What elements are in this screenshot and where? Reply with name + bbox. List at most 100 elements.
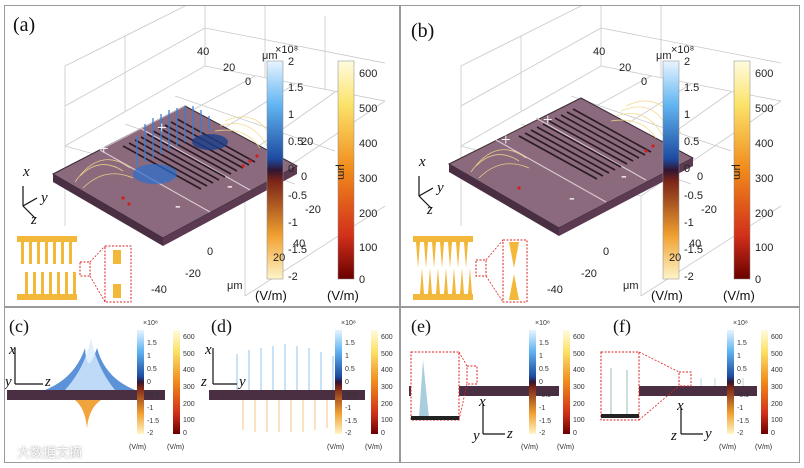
colorbar-tick: 0.5: [288, 136, 304, 148]
colorbar-tick: 0: [288, 163, 295, 175]
colorbar-exponent: ×10⁸: [275, 44, 299, 56]
colorbar-tick: -1.5: [147, 418, 160, 425]
colorbar-tick: 1: [345, 353, 349, 360]
axis-label-x: x: [205, 342, 212, 358]
colorbar-tick: 0: [345, 379, 349, 386]
unit-um: μm: [730, 164, 743, 180]
minus-sign: -: [227, 176, 233, 195]
colorbar-tick: 1.5: [684, 82, 700, 94]
colorbar-tick: 600: [771, 334, 783, 341]
colorbar-tick: 1.5: [539, 340, 549, 347]
colorbar-tick: 0.5: [147, 366, 157, 373]
axis-label-x: x: [419, 154, 426, 170]
panel-label-f: (f): [613, 316, 631, 336]
y-tick: 40: [593, 46, 606, 58]
axis-label-z: z: [427, 202, 433, 218]
axis-label-x: x: [677, 398, 684, 414]
colorbar-tick: -1: [539, 405, 546, 412]
y-tick: 40: [197, 46, 210, 58]
x-tick: -40: [547, 284, 563, 296]
colorbar-tick: 0.5: [345, 366, 355, 373]
x-tick: 0: [207, 246, 214, 258]
plus-sign: +: [99, 139, 109, 158]
colorbar-unit: (V/m): [129, 444, 147, 451]
colorbar-tick: 1.5: [737, 340, 747, 347]
colorbar-tick: 600: [573, 334, 585, 341]
colorbar-tick: 100: [183, 417, 195, 424]
cross-section-plots-ef: [409, 330, 768, 435]
axis-label-z: z: [507, 426, 513, 442]
colorbar-tick: -1: [737, 405, 744, 412]
colorbar-tick: 100: [771, 417, 783, 424]
colorbar-unit: (V/m): [167, 444, 185, 451]
colorbar-tick: 0: [573, 430, 577, 437]
colorbar-tick: 300: [381, 384, 393, 391]
colorbar-tick: -2: [684, 271, 694, 283]
colorbar-tick: 200: [183, 401, 195, 408]
colorbar-tick: -1.5: [345, 418, 358, 425]
colorbar-tick: 0: [359, 274, 366, 286]
colorbar-tick: 0.5: [539, 366, 549, 373]
panel-a: (a): [4, 5, 400, 307]
plus-sign: +: [157, 118, 167, 137]
device-3d-plot-a: [17, 6, 386, 303]
colorbar-tick: 0: [755, 274, 762, 286]
colorbar-tick: -0.5: [288, 190, 307, 202]
minus-sign: -: [569, 188, 575, 207]
colorbar-exponent: ×10⁸: [341, 320, 356, 327]
colorbar-tick: 500: [381, 351, 393, 358]
z-tick: -20: [701, 204, 717, 216]
colorbar-tick: 200: [755, 208, 774, 220]
x-tick: 40: [293, 238, 306, 250]
colorbar-tick: 0.5: [684, 136, 700, 148]
colorbar-unit: (V/m): [755, 444, 773, 451]
colorbar-tick: 2: [288, 56, 295, 68]
colorbar-tick: 0: [147, 379, 151, 386]
colorbar-tick: 0: [771, 430, 775, 437]
colorbar-tick: 100: [573, 417, 585, 424]
z-tick: 20: [301, 136, 314, 148]
x-tick: -20: [185, 268, 201, 280]
colorbar-tick: 600: [755, 68, 774, 80]
y-tick: 20: [619, 62, 632, 74]
colorbar-tick: 400: [381, 367, 393, 374]
colorbar-unit: (V/m): [327, 444, 345, 451]
unit-um: μm: [262, 50, 278, 62]
colorbar-tick: -2: [147, 430, 154, 437]
x-tick: -20: [581, 268, 597, 280]
axis-label-y: y: [705, 426, 712, 442]
colorbar-tick: -0.5: [737, 392, 750, 399]
panel-label-d: (d): [211, 316, 232, 336]
panel-label-c: (c): [9, 316, 29, 336]
colorbar-unit: (V/m): [557, 444, 575, 451]
colorbar-tick: -0.5: [345, 392, 358, 399]
colorbar-tick: -1: [345, 405, 352, 412]
colorbar-tick: -0.5: [684, 190, 703, 202]
colorbar-tick: -2: [539, 430, 546, 437]
colorbar-tick: 300: [771, 384, 783, 391]
axis-label-y: y: [5, 374, 12, 390]
colorbar-tick: 400: [771, 367, 783, 374]
minus-sign: -: [621, 166, 627, 185]
colorbar-tick: 1: [737, 353, 741, 360]
unit-um: μm: [227, 280, 243, 292]
plus-sign: +: [501, 130, 511, 149]
colorbar-tick: -0.5: [147, 392, 160, 399]
colorbar-tick: 500: [183, 351, 195, 358]
colorbar-tick: -0.5: [539, 392, 552, 399]
colorbar-tick: 500: [755, 103, 774, 115]
colorbar-tick: 500: [771, 351, 783, 358]
z-tick: 0: [697, 171, 704, 183]
panel-label-b: (b): [411, 20, 435, 42]
colorbar-tick: 2: [684, 56, 691, 68]
colorbar-tick: 0: [183, 430, 187, 437]
axis-label-x: x: [9, 342, 16, 358]
colorbar-tick: 400: [183, 367, 195, 374]
colorbar-tick: 1.5: [147, 340, 157, 347]
panel-label-e: (e): [411, 316, 431, 336]
y-tick: 0: [245, 76, 252, 88]
panel-label-a: (a): [13, 14, 36, 36]
colorbar-unit: (V/m): [651, 288, 683, 303]
z-tick: 0: [301, 171, 308, 183]
colorbar-tick: 600: [381, 334, 393, 341]
